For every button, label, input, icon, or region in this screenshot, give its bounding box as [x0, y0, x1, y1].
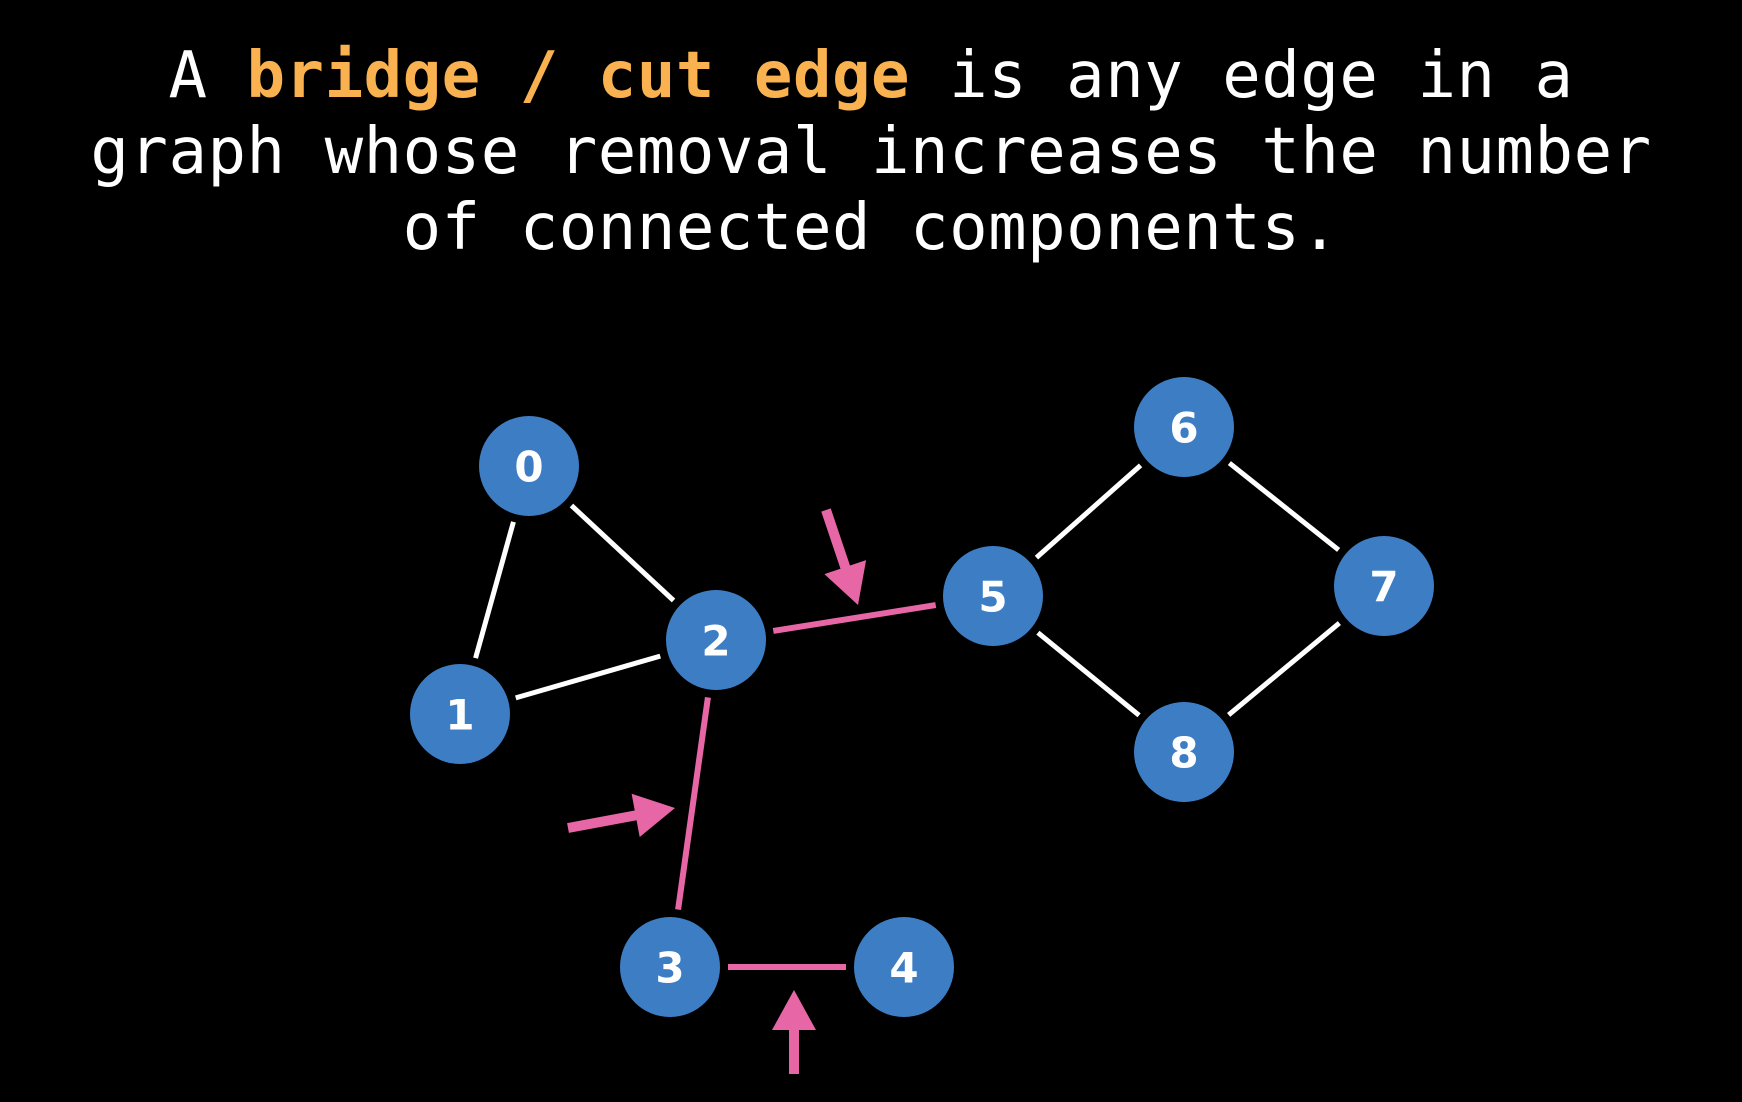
nodes-layer: 0 1 2 3 4 5 6 7 8: [410, 377, 1434, 1017]
node-circle: [479, 416, 579, 516]
arrow-head: [631, 793, 675, 837]
bridge-edge-2-5: [772, 602, 937, 634]
edge-5-8: [1036, 630, 1141, 718]
headline: A bridge / cut edge is any edge in a gra…: [0, 38, 1742, 266]
arrow-head: [772, 990, 816, 1030]
arrows-layer: [567, 508, 867, 1074]
node-circle: [943, 546, 1043, 646]
headline-prefix: A: [168, 39, 247, 113]
node-circle: [666, 590, 766, 690]
headline-line-2: graph whose removal increases the number: [90, 115, 1652, 189]
node-label: 1: [445, 691, 474, 740]
node-label: 6: [1169, 404, 1198, 453]
node-circle: [1334, 536, 1434, 636]
bridge-arrow-2-5: [821, 508, 867, 605]
graph-node-2: 2: [666, 590, 766, 690]
headline-line-1: A bridge / cut edge is any edge in a: [0, 38, 1742, 114]
edge-0-2: [569, 503, 676, 603]
headline-term: bridge / cut edge: [246, 39, 911, 113]
node-label: 2: [701, 617, 730, 666]
graph-node-8: 8: [1134, 702, 1234, 802]
edge-7-8: [1227, 621, 1341, 717]
node-circle: [620, 917, 720, 1017]
node-label: 0: [514, 443, 543, 492]
edge-6-7: [1227, 461, 1341, 552]
node-label: 7: [1369, 563, 1398, 612]
arrow-shaft: [821, 508, 851, 571]
graph-node-7: 7: [1334, 536, 1434, 636]
graph-node-6: 6: [1134, 377, 1234, 477]
graph-node-1: 1: [410, 664, 510, 764]
bridge-arrow-2-3: [567, 793, 675, 837]
bridge-edge-2-3: [675, 697, 711, 910]
graph-node-0: 0: [479, 416, 579, 516]
node-circle: [410, 664, 510, 764]
node-circle: [1134, 377, 1234, 477]
node-label: 8: [1169, 729, 1198, 778]
graph-node-5: 5: [943, 546, 1043, 646]
node-label: 5: [978, 573, 1007, 622]
graph-node-3: 3: [620, 917, 720, 1017]
arrow-shaft: [567, 810, 639, 833]
node-circle: [854, 917, 954, 1017]
edge-5-6: [1034, 463, 1143, 560]
graph-node-4: 4: [854, 917, 954, 1017]
headline-line-1-rest: is any edge in a: [910, 39, 1574, 113]
headline-line-3: of connected components.: [402, 191, 1340, 265]
node-circle: [1134, 702, 1234, 802]
node-label: 4: [889, 944, 918, 993]
node-label: 3: [655, 944, 684, 993]
edge-1-2: [515, 653, 661, 701]
edges-layer: [473, 461, 1341, 970]
arrow-head: [824, 560, 867, 605]
edge-0-1: [473, 521, 516, 659]
bridge-arrow-3-4: [772, 990, 816, 1074]
